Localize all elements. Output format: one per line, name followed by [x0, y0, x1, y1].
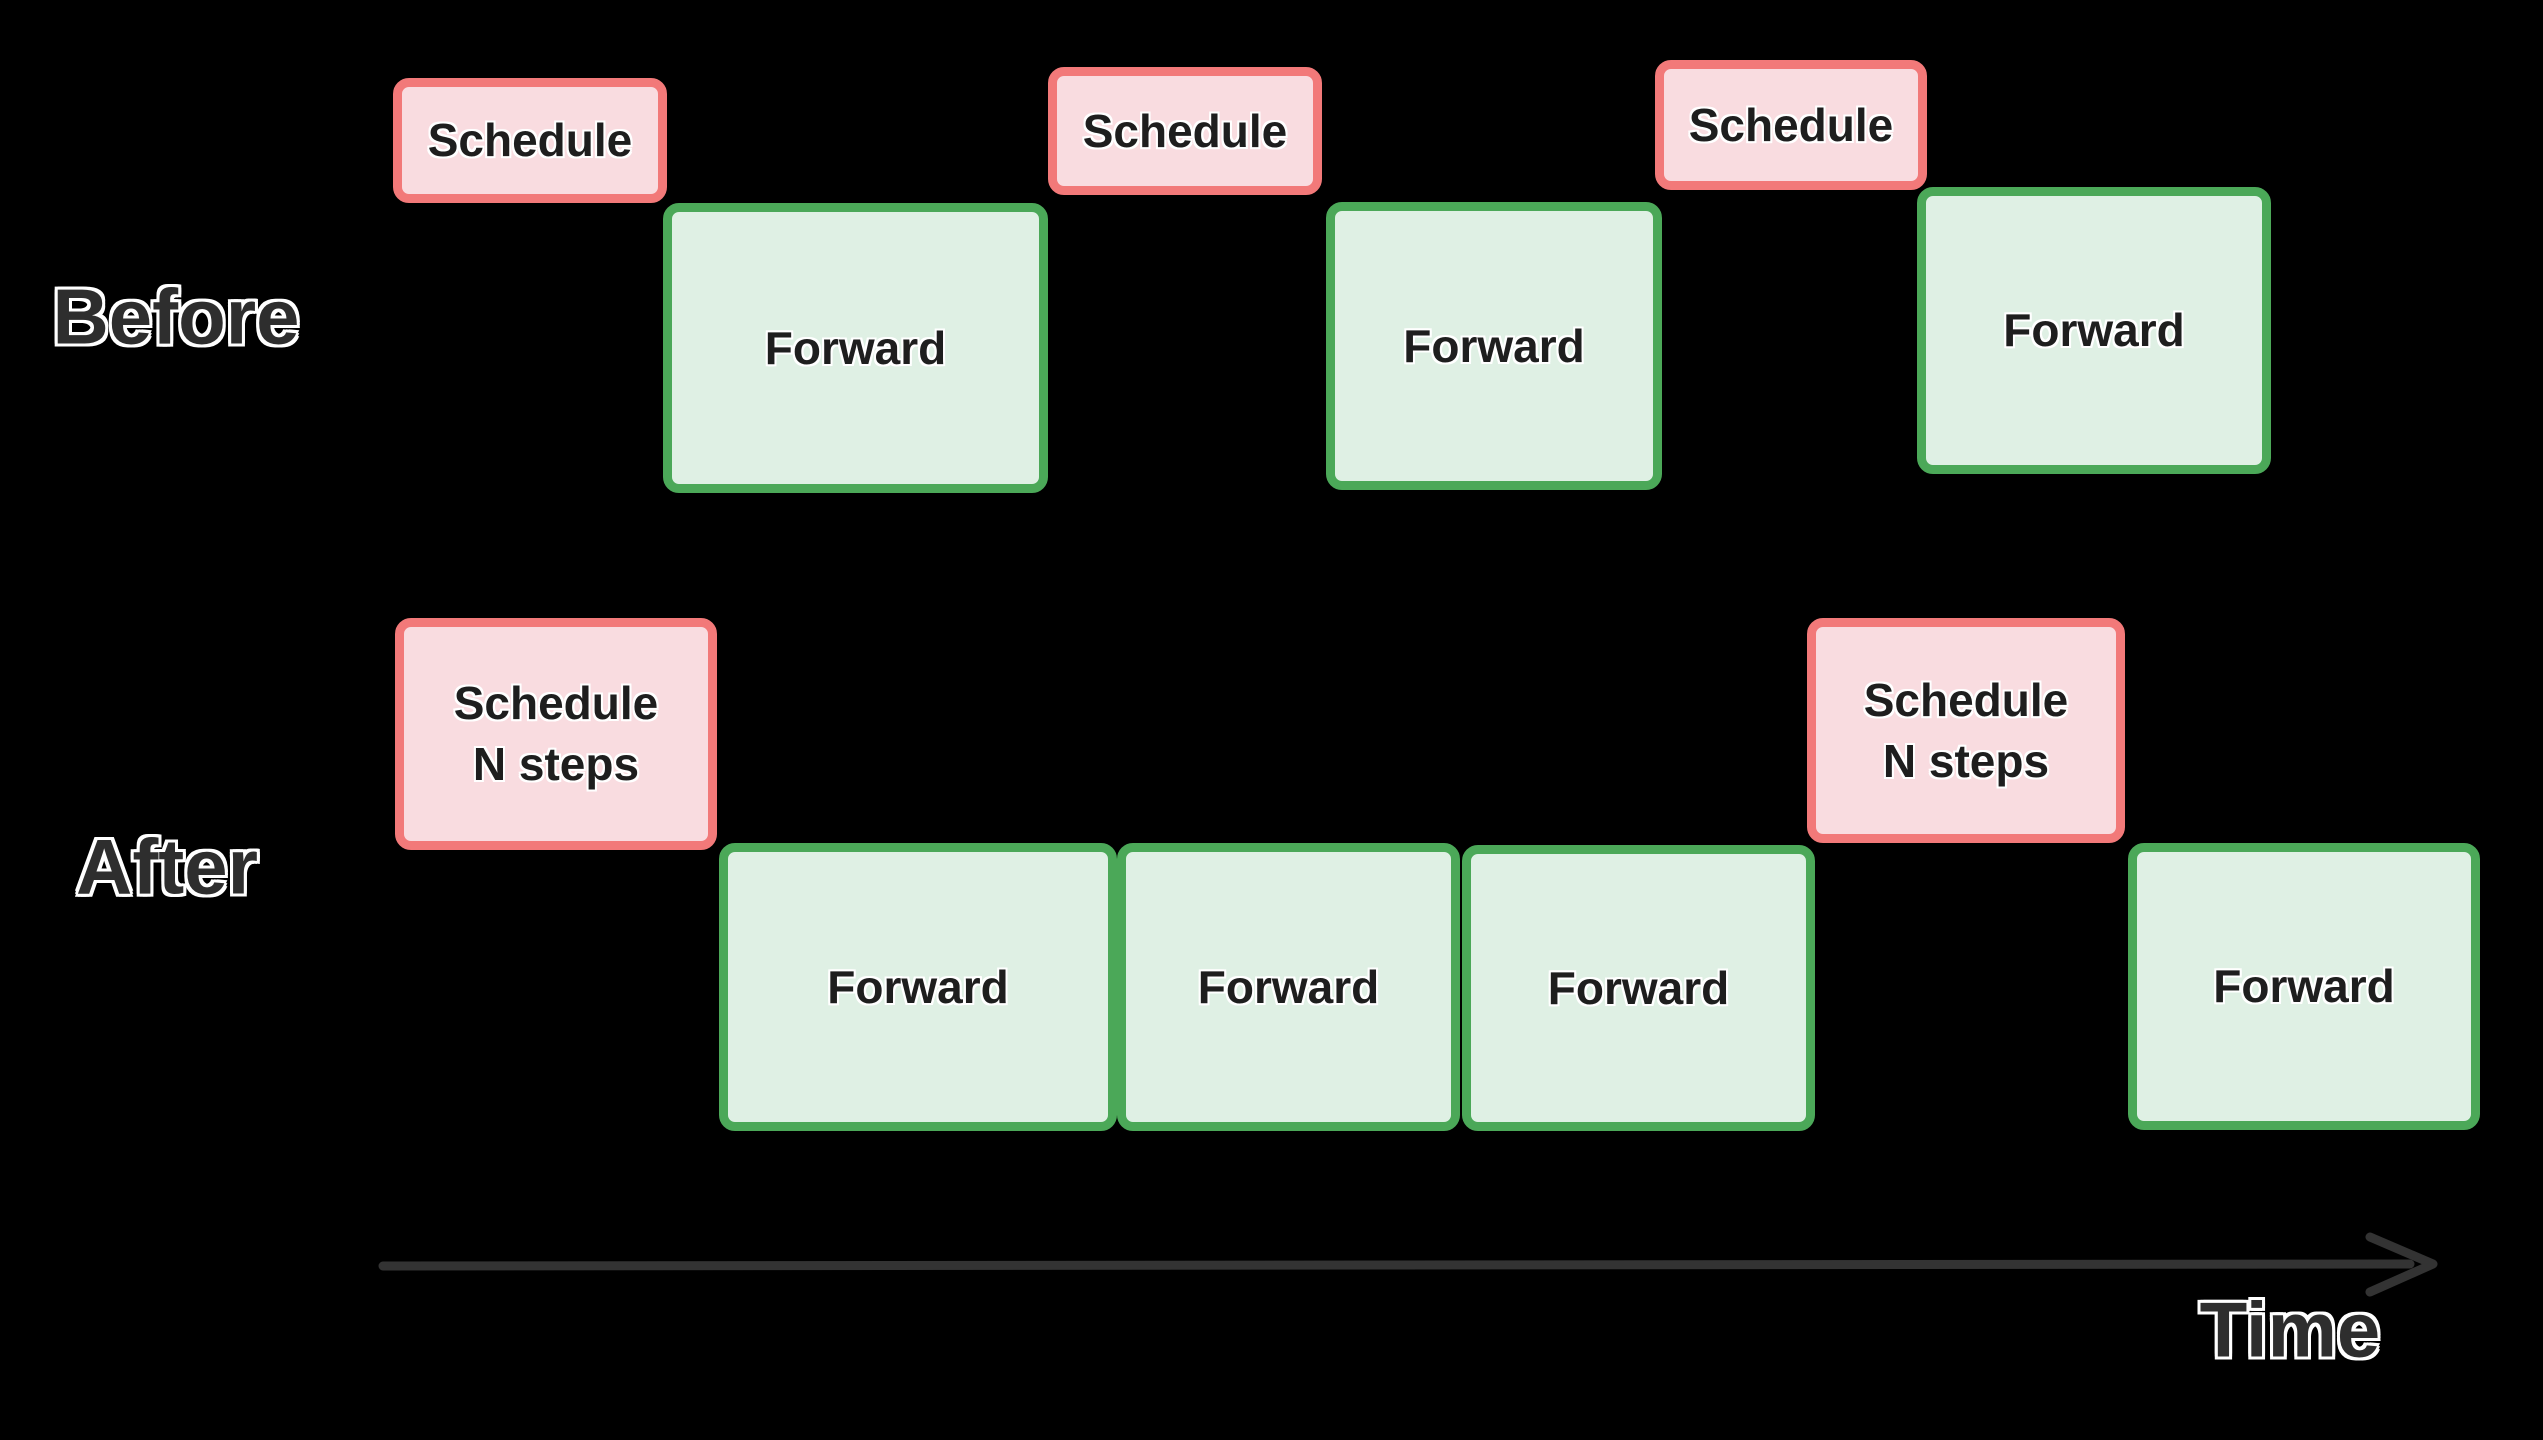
arrow-shaft: [378, 1259, 2415, 1271]
block-label: Schedule N steps: [453, 677, 659, 790]
block-label: Forward: [1403, 319, 1585, 372]
schedule-block: Schedule N steps: [395, 618, 717, 850]
forward-block: Forward: [1462, 845, 1815, 1131]
forward-block: Forward: [2128, 843, 2480, 1130]
block-label: Schedule: [1688, 98, 1894, 151]
forward-block: Forward: [1326, 202, 1662, 490]
block-label: Schedule N steps: [1863, 673, 2069, 787]
forward-block: Forward: [719, 843, 1117, 1131]
schedule-block: Schedule: [1655, 60, 1927, 190]
schedule-block: Schedule: [1048, 67, 1322, 195]
forward-block: Forward: [1917, 187, 2271, 474]
block-label: Forward: [2003, 304, 2185, 357]
block-label: Forward: [1197, 960, 1380, 1013]
block-label: Schedule: [1082, 104, 1288, 157]
forward-block: Forward: [1117, 843, 1460, 1131]
row-label-before: Before: [52, 272, 300, 361]
forward-block: Forward: [663, 203, 1048, 493]
block-label: Forward: [764, 321, 947, 374]
block-label: Forward: [1547, 961, 1730, 1014]
row-label-after: After: [75, 822, 259, 911]
block-label: Forward: [2213, 960, 2395, 1013]
time-axis-label: Time: [2199, 1285, 2381, 1374]
block-label: Schedule: [427, 114, 633, 167]
block-label: Forward: [827, 960, 1009, 1013]
schedule-block: Schedule N steps: [1807, 618, 2125, 843]
schedule-block: Schedule: [393, 78, 667, 203]
